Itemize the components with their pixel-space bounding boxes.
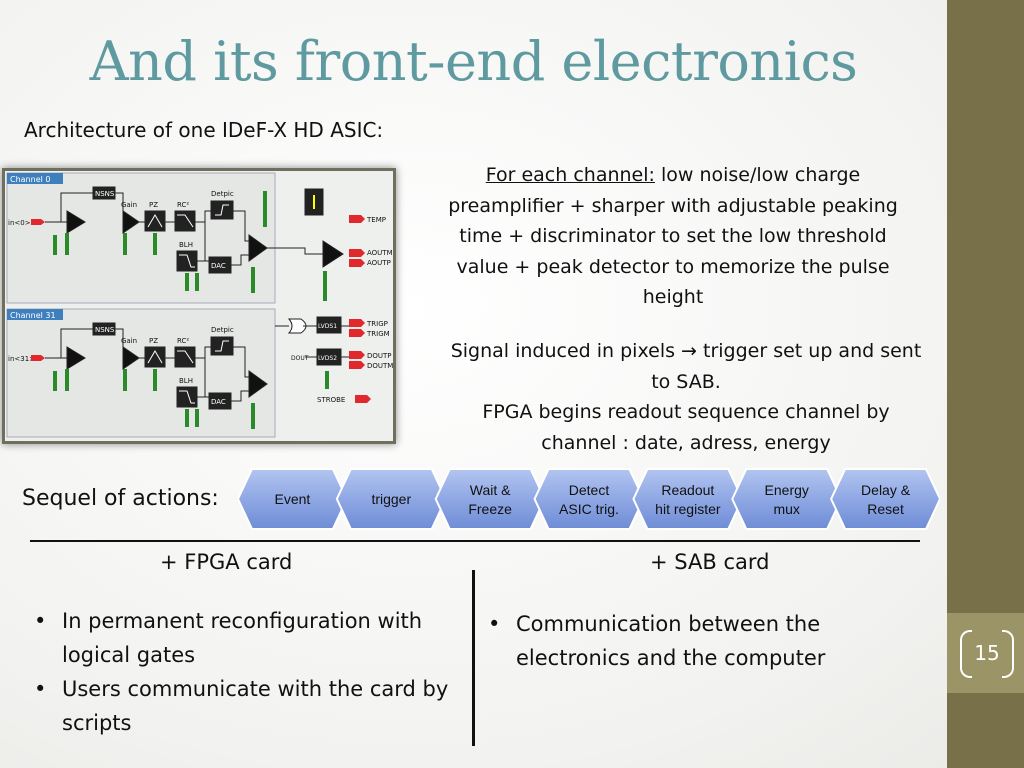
signal-description: Signal induced in pixels → trigger set u… [446, 336, 926, 458]
dout-label: DOUT [291, 355, 309, 362]
subtitle: Architecture of one IDeF-X HD ASIC: [24, 118, 384, 142]
sequence-step [830, 468, 940, 530]
nsns-label: NSNS [95, 190, 115, 198]
sab-heading: + SAB card [650, 550, 770, 574]
sequence-step-label: trigger [371, 491, 411, 507]
blh-label: BLH [179, 241, 193, 249]
nsns-label: NSNS [95, 326, 115, 334]
sequence-step-label: Freeze [468, 501, 512, 517]
channel-text: low noise/low charge preamplifier + shar… [448, 164, 898, 308]
signal-text-b: trigger set up and sent to SAB. [651, 340, 922, 393]
strobe-label: STROBE [317, 396, 345, 404]
sequence-step [632, 468, 744, 530]
signal-text-a: Signal induced in pixels [450, 340, 675, 362]
sequence-step [434, 468, 546, 530]
doutp-label: DOUTP [367, 352, 392, 360]
sequence-step-label: Wait & [470, 482, 511, 498]
pz-label: PZ [149, 201, 158, 209]
dac-label: DAC [211, 398, 226, 406]
temp-output-label: TEMP [366, 216, 386, 224]
detpic-label: Detpic [211, 190, 234, 198]
channel-lead: For each channel: [485, 164, 655, 186]
signal-line-2: FPGA begins readout sequence channel by … [482, 401, 890, 454]
gain-label: Gain [121, 337, 137, 345]
channel-description: For each channel: low noise/low charge p… [446, 160, 900, 313]
divider-vertical [472, 570, 475, 746]
sequence-step-label: hit register [655, 501, 721, 517]
sequence-step-label: Energy [765, 482, 809, 498]
doutm-label: DOUTM [367, 362, 393, 370]
sequence-step [533, 468, 645, 530]
channel-31-label: Channel 31 [10, 311, 56, 320]
fpga-bullets: In permanent reconfiguration with logica… [30, 604, 470, 740]
sequence-step-label: Reset [867, 501, 904, 517]
channel-0-label: Channel 0 [10, 175, 50, 184]
input-0-label: in<0> [8, 219, 31, 227]
detpic-label: Detpic [211, 326, 234, 334]
sequence-step-label: mux [773, 501, 799, 517]
rc2-label: RC² [177, 201, 189, 209]
lvds2-label: LVDS2 [318, 355, 337, 362]
sab-bullets: Communication between the electronics an… [484, 607, 924, 675]
sequence-step [731, 468, 843, 530]
list-item: Users communicate with the card by scrip… [30, 672, 470, 740]
gain-label: Gain [121, 201, 137, 209]
asic-schematic: Channel 0 Channel 31 in<0> NSNS Gain PZ … [2, 168, 396, 444]
slide-title: And its front-end electronics [89, 30, 858, 93]
sequence-step-label: Detect [569, 482, 610, 498]
dac-label: DAC [211, 262, 226, 270]
sequence-step-label: Event [275, 491, 311, 507]
trigp-label: TRIGP [366, 320, 388, 328]
aoutm-label: AOUTM [367, 249, 393, 257]
divider-horizontal [30, 540, 920, 542]
arrow-icon: → [681, 340, 697, 362]
page-badge [947, 613, 1024, 693]
pz-label: PZ [149, 337, 158, 345]
sequence-step-label: ASIC trig. [559, 501, 619, 517]
page-number: 15 [960, 628, 1014, 678]
fpga-heading: + FPGA card [160, 550, 293, 574]
list-item: In permanent reconfiguration with logica… [30, 604, 470, 672]
input-31-label: in<31> [8, 355, 35, 363]
signal-line-1: Signal induced in pixels → trigger set u… [446, 336, 926, 397]
blh-label: BLH [179, 377, 193, 385]
rc2-label: RC² [177, 337, 189, 345]
sequence-step-label: Readout [661, 482, 714, 498]
lvds1-label: LVDS1 [318, 323, 337, 330]
sequence-step-label: Delay & [861, 482, 911, 498]
trigm-label: TRIGM [366, 330, 390, 338]
sequence-label: Sequel of actions: [22, 486, 219, 511]
list-item: Communication between the electronics an… [484, 607, 924, 675]
aoutp-label: AOUTP [367, 259, 391, 267]
